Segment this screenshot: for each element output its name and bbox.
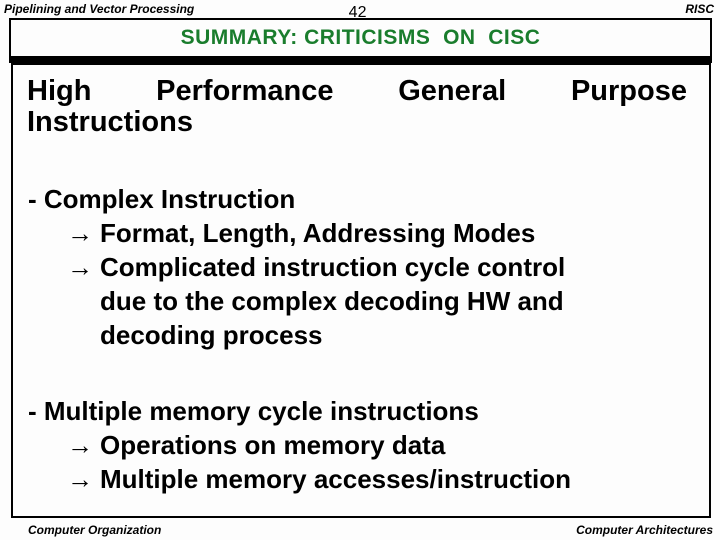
bullet-sub-item: → Complicated instruction cycle control … <box>67 250 709 352</box>
slide-title: SUMMARY: CRITICISMS ON CISC <box>180 26 541 49</box>
heading-word: General <box>398 75 507 107</box>
heading-word: Purpose <box>570 75 687 107</box>
heading-line-2: Instructions <box>27 106 193 138</box>
bullet-sub-line: Complicated instruction cycle control <box>100 252 566 282</box>
bullet-sub-line: Format, Length, Addressing Modes <box>100 218 536 248</box>
bullet-group-multiple-memory-cycle: - Multiple memory cycle instructions → O… <box>13 394 709 496</box>
heading-line-1: High Performance General Purpose <box>27 76 687 107</box>
slide-footer: Computer Organization Computer Architect… <box>28 523 713 537</box>
right-arrow-icon: → <box>67 464 93 494</box>
heading-word: High <box>27 75 92 107</box>
bullet-sub-line: Multiple memory accesses/instruction <box>100 464 572 494</box>
header-section-label: RISC <box>685 2 714 16</box>
bullet-sub-text: Format, Length, Addressing Modes <box>100 216 709 250</box>
page-number: 42 <box>348 4 367 21</box>
content-heading: High Performance General Purpose Instruc… <box>27 76 687 138</box>
footer-left: Computer Organization <box>28 523 162 537</box>
title-box: SUMMARY: CRITICISMS ON CISC <box>9 18 712 63</box>
bullet-sub-item: → Multiple memory accesses/instruction <box>67 462 709 496</box>
bullet-sub-line: due to the complex decoding HW and <box>100 286 564 316</box>
right-arrow-icon: → <box>67 252 93 282</box>
bullet-sub-line: decoding process <box>100 320 323 350</box>
content-box: High Performance General Purpose Instruc… <box>11 63 711 518</box>
bullet-sub-text: Operations on memory data <box>100 428 709 462</box>
bullet-sub-text: Multiple memory accesses/instruction <box>100 462 709 496</box>
bullet-sub-item: → Format, Length, Addressing Modes <box>67 216 709 250</box>
bullet-group-complex-instruction: - Complex Instruction → Format, Length, … <box>13 182 709 352</box>
footer-right: Computer Architectures <box>576 523 713 537</box>
bullet-sub-text: Complicated instruction cycle control du… <box>100 250 709 352</box>
bullet-sub-line: Operations on memory data <box>100 430 446 460</box>
right-arrow-icon: → <box>67 218 93 248</box>
right-arrow-icon: → <box>67 430 93 460</box>
bullet-lead: - Complex Instruction <box>28 184 296 214</box>
bullet-sub-item: → Operations on memory data <box>67 428 709 462</box>
slide-header: Pipelining and Vector Processing 42 RISC <box>4 2 714 21</box>
header-course-title: Pipelining and Vector Processing <box>4 2 195 16</box>
heading-word: Performance <box>156 75 334 107</box>
bullet-lead: - Multiple memory cycle instructions <box>28 396 479 426</box>
